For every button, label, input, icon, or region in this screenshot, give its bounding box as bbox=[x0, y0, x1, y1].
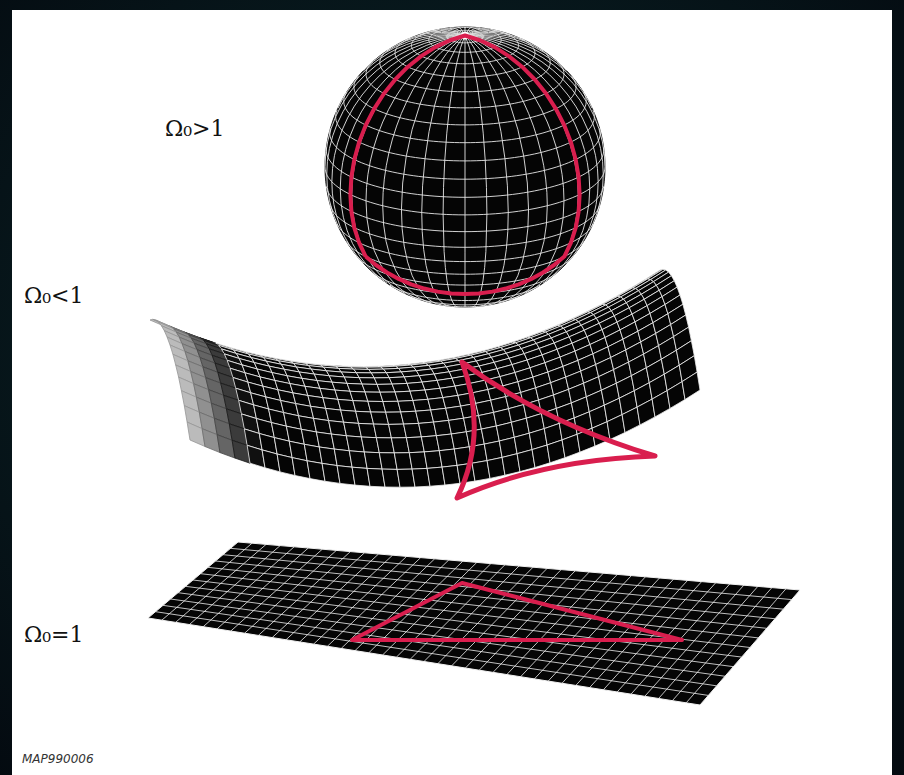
saddle-grid-cell bbox=[247, 445, 265, 468]
saddle-grid-cell bbox=[667, 382, 685, 409]
hyperbolic-triangle bbox=[457, 362, 655, 498]
omega-label: Ω₀<1 bbox=[24, 283, 84, 308]
white-panel bbox=[12, 10, 892, 775]
saddle-grid-cell bbox=[217, 435, 235, 458]
saddle-grid-cell bbox=[277, 454, 295, 476]
spherical-triangle bbox=[350, 36, 579, 295]
saddle-grid-cell bbox=[232, 440, 250, 463]
flat-figure bbox=[148, 542, 800, 705]
saddle-grid-cell bbox=[622, 407, 640, 432]
saddle-grid-cell bbox=[682, 372, 700, 399]
saddle-grid-cell bbox=[202, 429, 220, 453]
saddle-figure bbox=[150, 269, 700, 498]
flat-grid-line bbox=[171, 599, 726, 676]
image-code: MAP990006 bbox=[22, 752, 94, 766]
flat-grid-line bbox=[201, 574, 759, 638]
flat-plane bbox=[148, 542, 800, 705]
saddle-grid-cell bbox=[187, 422, 205, 446]
sphere-figure bbox=[325, 27, 605, 307]
flat-grid-line bbox=[223, 555, 783, 610]
omega-label: Ω₀>1 bbox=[165, 116, 225, 141]
flat-grid-line bbox=[163, 605, 717, 686]
flat-grid-line bbox=[186, 586, 742, 657]
saddle-grid-cell bbox=[652, 391, 670, 417]
flat-triangle bbox=[352, 583, 682, 640]
saddle-grid-cell bbox=[262, 450, 280, 472]
sphere-grid bbox=[325, 27, 605, 307]
sphere bbox=[325, 27, 605, 307]
flat-grid-line bbox=[208, 567, 767, 628]
saddle-grid-cell bbox=[637, 399, 655, 425]
omega-label: Ω₀=1 bbox=[24, 622, 84, 647]
